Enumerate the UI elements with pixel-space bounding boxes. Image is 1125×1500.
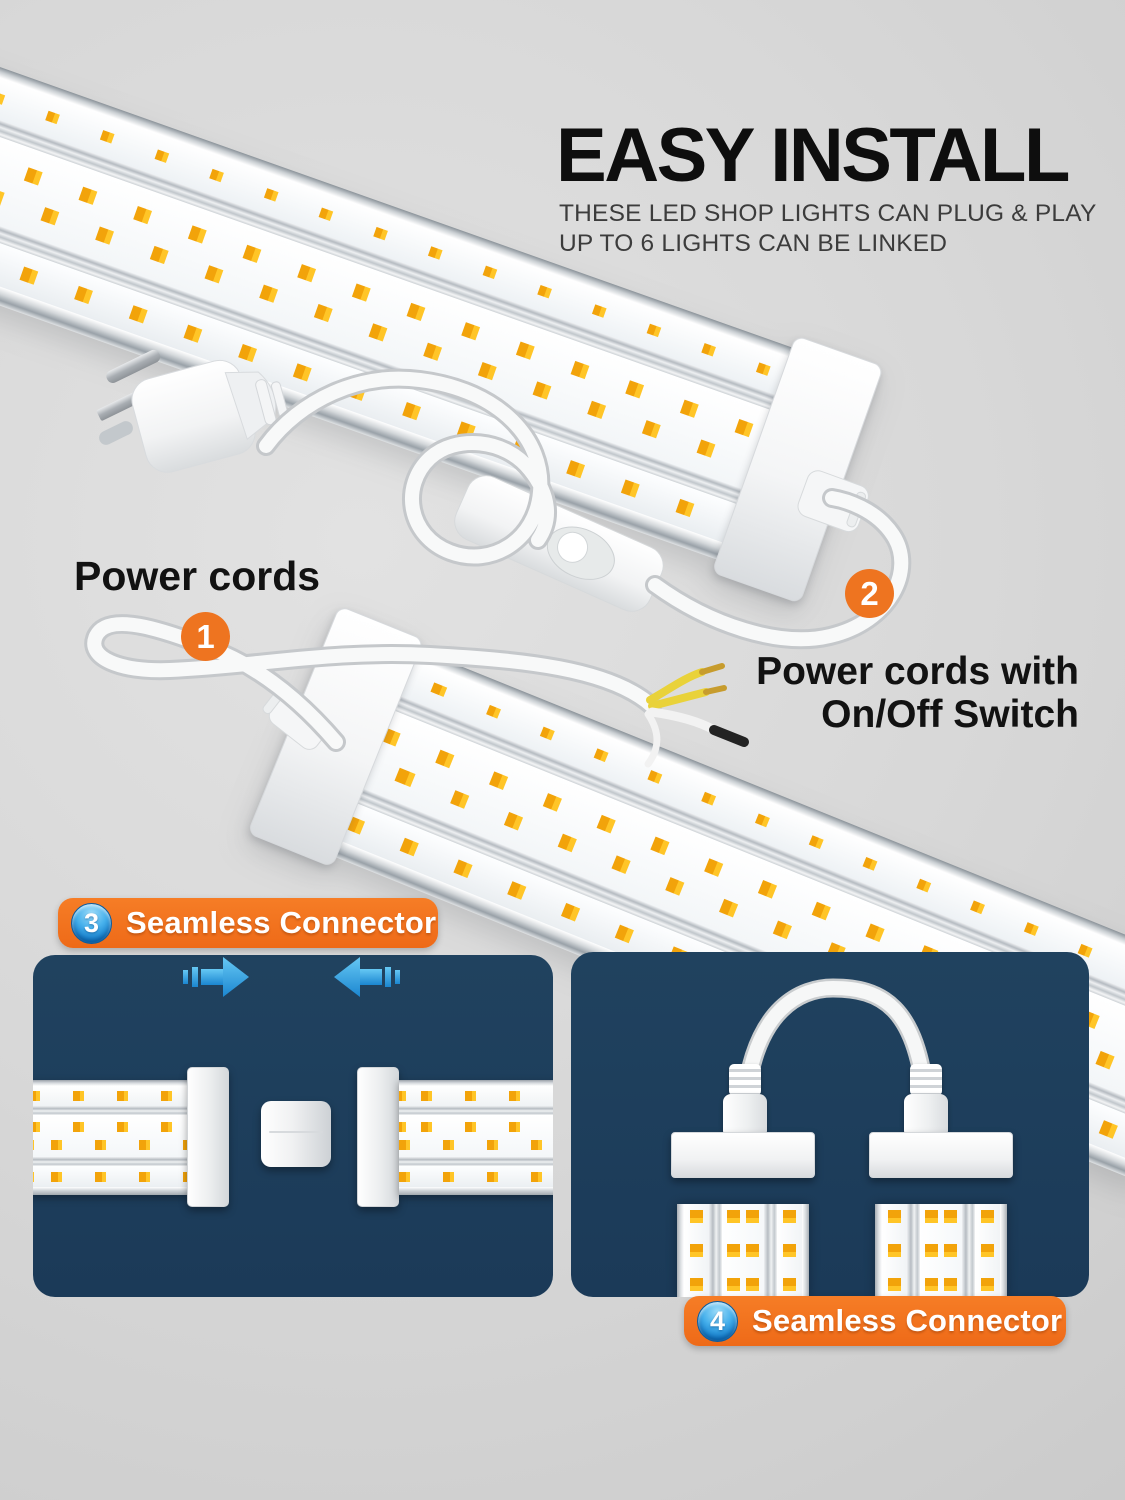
led-strip-row	[399, 1086, 553, 1106]
led-strip-col	[920, 1204, 962, 1297]
led-chips	[745, 1204, 759, 1297]
stripped-wires	[644, 663, 749, 768]
cable-plug	[904, 1094, 948, 1134]
step-4-badge: 4	[697, 1300, 738, 1342]
power-cords-switch-label: Power cords with On/Off Switch	[756, 650, 1079, 736]
page-subtitle: THESE LED SHOP LIGHTS CAN PLUG & PLAY UP…	[559, 199, 1097, 259]
step-number: 2	[860, 574, 879, 612]
bar-rib	[33, 1157, 189, 1166]
led-chips	[943, 1204, 957, 1297]
step-number: 1	[196, 617, 215, 655]
plain-power-cord	[84, 614, 662, 752]
label-line: Power cords with	[756, 650, 1079, 693]
bar-edge	[399, 1187, 553, 1195]
led-chips	[981, 1204, 994, 1297]
power-cords-label: Power cords	[74, 553, 321, 599]
subtitle-line: UP TO 6 LIGHTS CAN BE LINKED	[559, 230, 948, 257]
bar-rib	[33, 1106, 189, 1115]
bar-rib	[399, 1157, 553, 1166]
led-chips	[690, 1204, 703, 1297]
link-cable	[735, 978, 936, 1112]
end-cap	[671, 1132, 815, 1178]
arrow-right-icon	[183, 957, 249, 997]
bar-rib	[709, 1204, 722, 1297]
led-chips	[925, 1204, 939, 1297]
led-chips	[33, 1122, 189, 1133]
led-bar-segment-left	[33, 1080, 189, 1195]
led-light-end-view	[677, 1204, 809, 1297]
led-chips	[888, 1204, 901, 1297]
power-plug	[131, 359, 289, 473]
led-strip-col	[882, 1204, 907, 1297]
linked-lights-demo-panel	[571, 952, 1089, 1297]
led-chips	[727, 1204, 741, 1297]
arrow-left-icon	[334, 957, 400, 997]
led-strip-col	[975, 1204, 1000, 1297]
step-1-badge: 1	[181, 612, 230, 661]
cable-strain-relief	[910, 1064, 942, 1096]
bar-rib	[907, 1204, 920, 1297]
bar-rib	[962, 1204, 975, 1297]
end-cap	[357, 1067, 399, 1207]
led-bar-segment-right	[399, 1080, 553, 1195]
banner-label: Seamless Connector	[752, 1303, 1063, 1338]
led-strip-row	[399, 1166, 553, 1187]
bar-edge	[875, 1204, 882, 1297]
subtitle-line: THESE LED SHOP LIGHTS CAN PLUG & PLAY	[559, 200, 1097, 227]
step-number: 3	[83, 907, 100, 938]
step-3-badge: 3	[71, 902, 112, 944]
connector-piece	[261, 1101, 331, 1167]
step-2-badge: 2	[845, 569, 894, 618]
bar-edge	[399, 1080, 553, 1086]
seamless-connector-demo-panel	[33, 955, 553, 1297]
end-cap	[869, 1132, 1013, 1178]
led-chips	[33, 1139, 189, 1150]
end-cap	[187, 1067, 229, 1207]
led-strip-col	[777, 1204, 802, 1297]
led-chips	[399, 1139, 553, 1150]
cable-plug	[723, 1094, 767, 1134]
led-chips	[783, 1204, 796, 1297]
led-chips	[399, 1122, 553, 1133]
step-3-banner: 3 Seamless Connector	[58, 898, 438, 948]
led-strip-row	[33, 1086, 189, 1106]
bar-rib	[399, 1106, 553, 1115]
led-strip-row	[33, 1166, 189, 1187]
cable-strain-relief	[729, 1064, 761, 1096]
led-chips	[33, 1171, 189, 1182]
led-chips	[399, 1091, 553, 1101]
led-chips	[399, 1171, 553, 1182]
bar-rib	[764, 1204, 777, 1297]
led-strip-row	[399, 1115, 553, 1157]
bar-edge	[677, 1204, 684, 1297]
led-light-end-view	[875, 1204, 1007, 1297]
label-line: On/Off Switch	[821, 693, 1079, 736]
bar-edge	[33, 1187, 189, 1195]
led-chips	[33, 1091, 189, 1101]
led-strip-col	[684, 1204, 709, 1297]
banner-label: Seamless Connector	[126, 905, 437, 940]
on-off-switch	[454, 475, 664, 612]
step-number: 4	[709, 1305, 726, 1336]
led-strip-col	[722, 1204, 764, 1297]
page-title: EASY INSTALL	[556, 113, 1070, 198]
bar-edge	[33, 1080, 189, 1086]
step-4-banner: 4 Seamless Connector	[684, 1296, 1066, 1346]
bar-edge	[1000, 1204, 1007, 1297]
bar-edge	[802, 1204, 809, 1297]
led-strip-row	[33, 1115, 189, 1157]
